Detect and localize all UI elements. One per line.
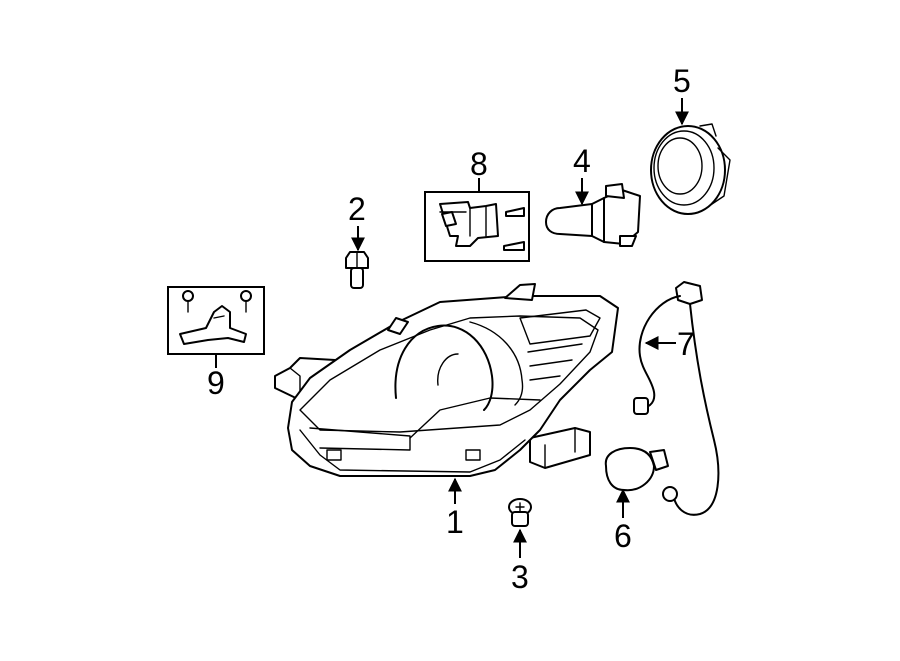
bracket-repair-kit[interactable] <box>424 191 530 262</box>
callout-6: 6 <box>614 518 632 554</box>
callout-8: 8 <box>470 146 488 182</box>
bolt[interactable] <box>345 251 369 289</box>
side-bulb[interactable] <box>604 447 669 492</box>
callout-2: 2 <box>348 191 366 227</box>
screw[interactable] <box>508 498 532 527</box>
callout-9: 9 <box>207 365 225 401</box>
callout-4: 4 <box>573 143 591 179</box>
headlamp-assembly[interactable] <box>274 283 619 477</box>
wiring-harness[interactable] <box>633 281 720 516</box>
bulb-cover-socket[interactable] <box>650 123 731 215</box>
headlight-bulb[interactable] <box>545 183 641 247</box>
callout-3: 3 <box>511 559 529 595</box>
callout-5: 5 <box>673 63 691 99</box>
mounting-bracket-kit[interactable] <box>167 286 265 355</box>
callout-1: 1 <box>446 504 464 540</box>
callout-7: 7 <box>677 326 695 362</box>
